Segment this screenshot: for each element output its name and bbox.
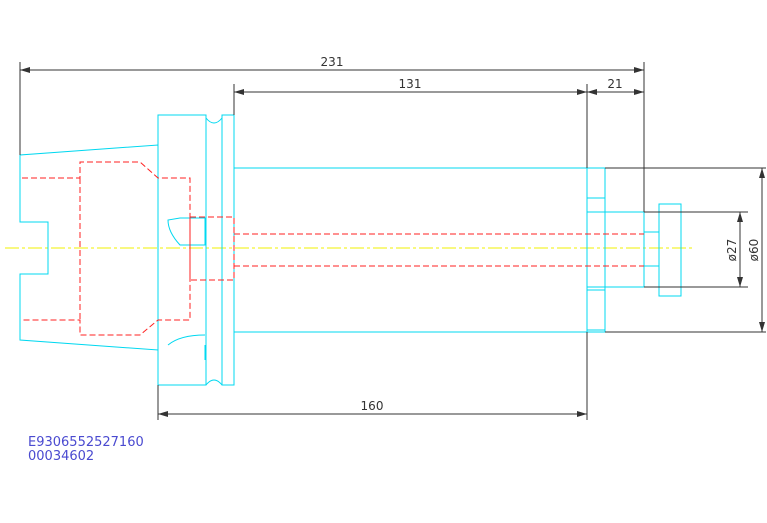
dim-outer-diameter: ø60 [747, 239, 761, 262]
dim-bore-diameter: ø27 [725, 239, 739, 262]
hidden-lines [22, 161, 644, 336]
dimension-lines [19, 62, 766, 420]
end-key-bottom [586, 289, 606, 331]
drive-slot-lower [167, 334, 206, 360]
flange [157, 114, 207, 386]
end-key-top [586, 167, 606, 199]
drive-slot-top [167, 217, 206, 246]
coolant-chamber [189, 216, 235, 281]
tool-holder-outline [19, 114, 682, 386]
dim-shank-length: 131 [399, 77, 422, 91]
nut [658, 203, 682, 297]
end-section [586, 167, 606, 333]
part-number: E9306552527160 [28, 435, 144, 450]
serial-number: 00034602 [28, 449, 95, 464]
dimension-arrows [20, 67, 765, 417]
dim-overall-length: 231 [321, 55, 344, 69]
v-flange [205, 117, 223, 386]
body [233, 167, 588, 333]
dim-body-length: 160 [361, 399, 384, 413]
flange-ring [221, 114, 235, 386]
dim-end-length: 21 [607, 77, 622, 91]
nose [586, 211, 645, 288]
